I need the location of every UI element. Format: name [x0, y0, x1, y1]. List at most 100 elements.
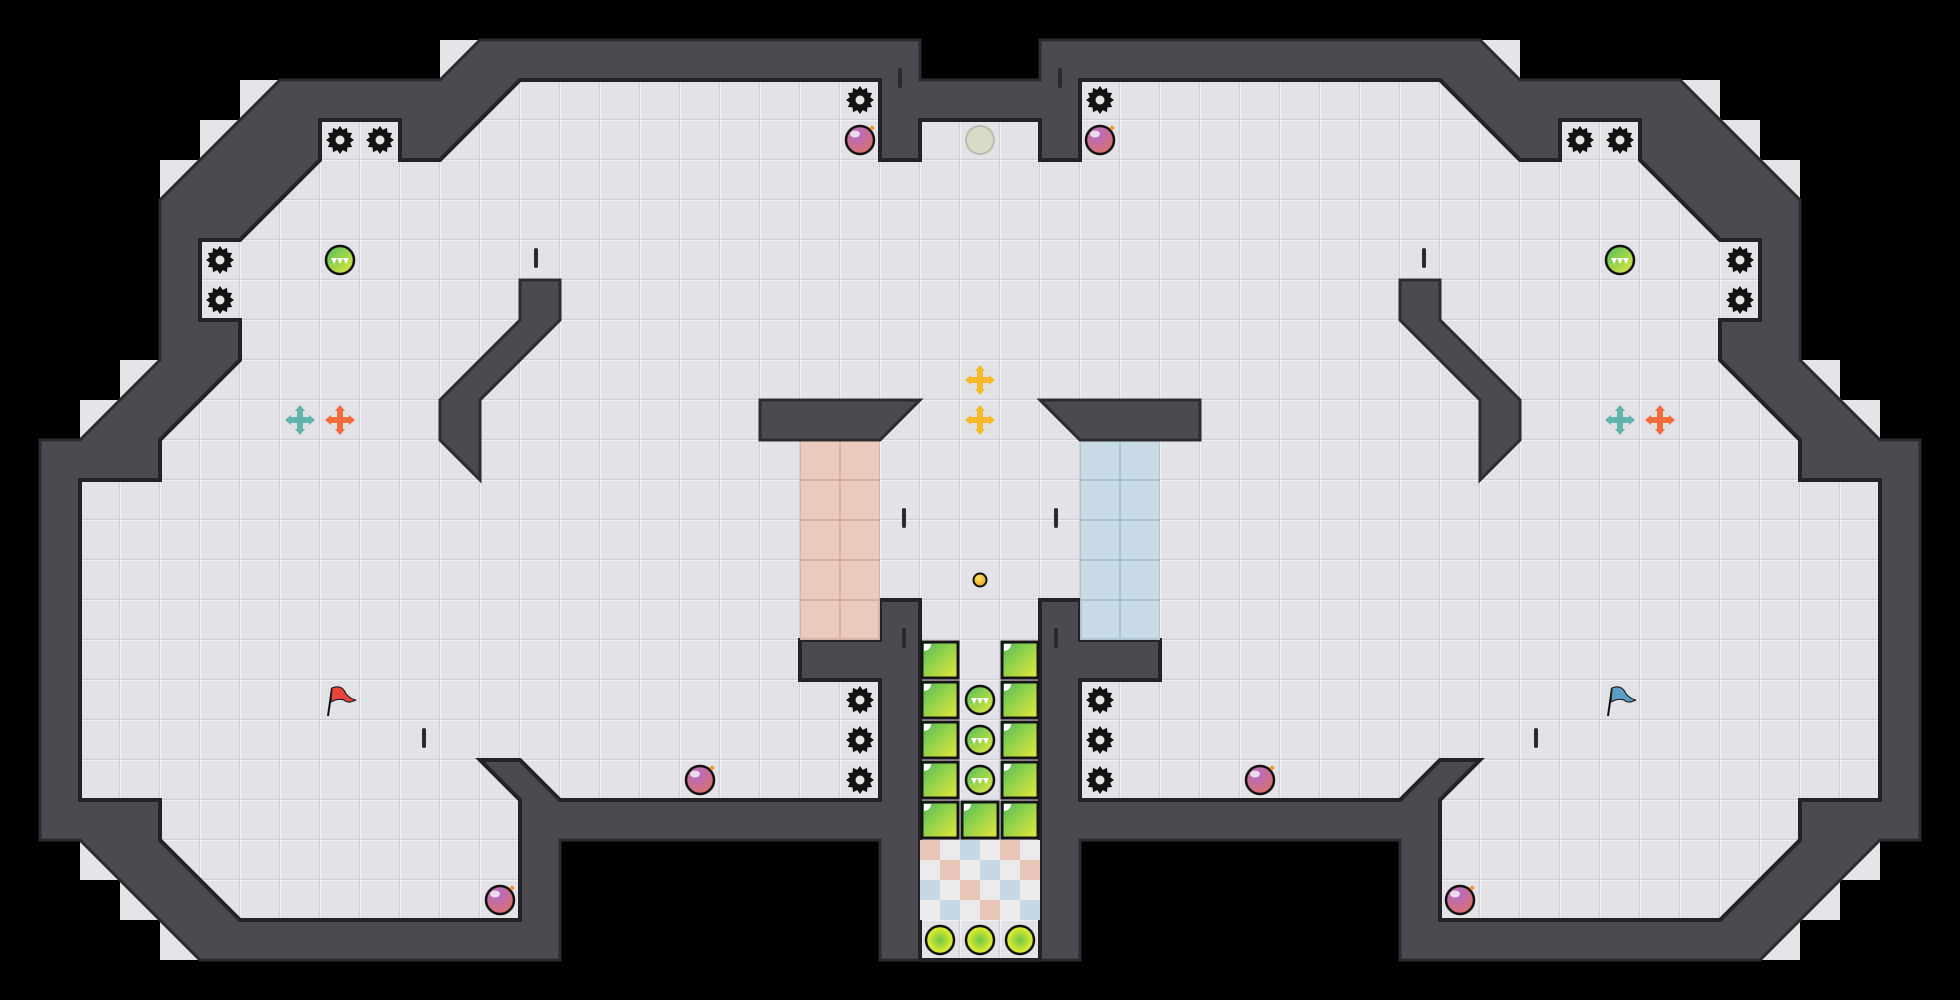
team-checker-tile [980, 900, 1000, 920]
gate-block [920, 800, 960, 840]
speed-cross-icon [965, 405, 995, 435]
portal-icon [965, 125, 995, 155]
bomb-icon [484, 884, 516, 916]
gate-block [920, 680, 960, 720]
speed-cross-icon [1645, 405, 1675, 435]
wall-marker [1054, 628, 1058, 648]
center-wall-right [1036, 398, 1202, 442]
powerup-icon [964, 684, 996, 716]
team-checker-tile [940, 840, 960, 860]
spike-icon [1726, 286, 1754, 314]
boost-pad [924, 924, 956, 956]
wall-marker [1422, 248, 1426, 268]
gate-block [920, 640, 960, 680]
team-checker-tile [980, 860, 1000, 880]
gate-block [1000, 640, 1040, 680]
team-checker-tile [920, 860, 940, 880]
team-checker-tile [1000, 880, 1020, 900]
zone-tile [800, 480, 840, 520]
spike-icon [846, 726, 874, 754]
red-flag-icon [327, 686, 357, 717]
zone-tile [800, 600, 840, 640]
zone-tile [800, 560, 840, 600]
inner-wall-layer [438, 278, 1522, 484]
gate-block [1000, 680, 1040, 720]
team-zone-layer [800, 440, 1160, 920]
wall-marker [1534, 728, 1538, 748]
zone-tile [840, 480, 880, 520]
bomb-icon [844, 124, 876, 156]
zone-tile [1120, 560, 1160, 600]
team-checker-tile [1000, 860, 1020, 880]
bomb-icon [1444, 884, 1476, 916]
center-wall-left [758, 398, 924, 442]
wall-marker [902, 508, 906, 528]
zone-tile [840, 600, 880, 640]
team-checker-tile [920, 900, 940, 920]
zone-tile [1120, 520, 1160, 560]
spike-icon [846, 766, 874, 794]
speed-cross-icon [285, 405, 315, 435]
speed-cross-icon [965, 365, 995, 395]
ball-marker [972, 572, 988, 588]
zone-tile [840, 520, 880, 560]
spike-icon [1086, 766, 1114, 794]
team-checker-tile [920, 840, 940, 860]
spike-icon [366, 126, 394, 154]
boost-pad [964, 924, 996, 956]
spike-icon [1086, 86, 1114, 114]
entity-layer [206, 86, 1754, 956]
inner-diagonal-wall-right [1398, 278, 1522, 484]
team-checker-tile [1020, 860, 1040, 880]
powerup-icon [964, 764, 996, 796]
zone-tile [840, 560, 880, 600]
team-checker-tile [1000, 840, 1020, 860]
gate-block [960, 800, 1000, 840]
spike-icon [846, 686, 874, 714]
spike-icon [1086, 686, 1114, 714]
gate-block [920, 760, 960, 800]
spike-icon [206, 246, 234, 274]
zone-tile [800, 520, 840, 560]
zone-tile [1120, 600, 1160, 640]
team-checker-tile [940, 860, 960, 880]
spike-icon [1726, 246, 1754, 274]
team-checker-tile [940, 900, 960, 920]
team-checker-tile [920, 880, 940, 900]
zone-tile [1120, 480, 1160, 520]
spike-icon [1606, 126, 1634, 154]
team-checker-tile [1020, 880, 1040, 900]
speed-cross-icon [1605, 405, 1635, 435]
gate-block [1000, 800, 1040, 840]
team-checker-tile [960, 900, 980, 920]
powerup-icon [324, 244, 356, 276]
gate-block [920, 720, 960, 760]
zone-tile [1080, 600, 1120, 640]
zone-tile [1080, 560, 1120, 600]
spike-icon [206, 286, 234, 314]
gate-block [1000, 760, 1040, 800]
zone-tile [1080, 480, 1120, 520]
team-checker-tile [940, 880, 960, 900]
team-checker-tile [1020, 900, 1040, 920]
inner-diagonal-wall-left [438, 278, 562, 484]
team-checker-tile [960, 860, 980, 880]
spike-icon [326, 126, 354, 154]
blue-flag-icon [1607, 686, 1637, 717]
bomb-icon [684, 764, 716, 796]
team-checker-tile [980, 880, 1000, 900]
team-checker-tile [960, 880, 980, 900]
powerup-icon [964, 724, 996, 756]
spike-icon [1086, 726, 1114, 754]
bomb-icon [1084, 124, 1116, 156]
team-checker-tile [960, 840, 980, 860]
speed-cross-icon [325, 405, 355, 435]
gate-block [1000, 720, 1040, 760]
wall-marker [902, 628, 906, 648]
wall-marker [1058, 68, 1062, 88]
powerup-icon [1604, 244, 1636, 276]
bomb-icon [1244, 764, 1276, 796]
team-checker-tile [1000, 900, 1020, 920]
zone-tile [1080, 520, 1120, 560]
